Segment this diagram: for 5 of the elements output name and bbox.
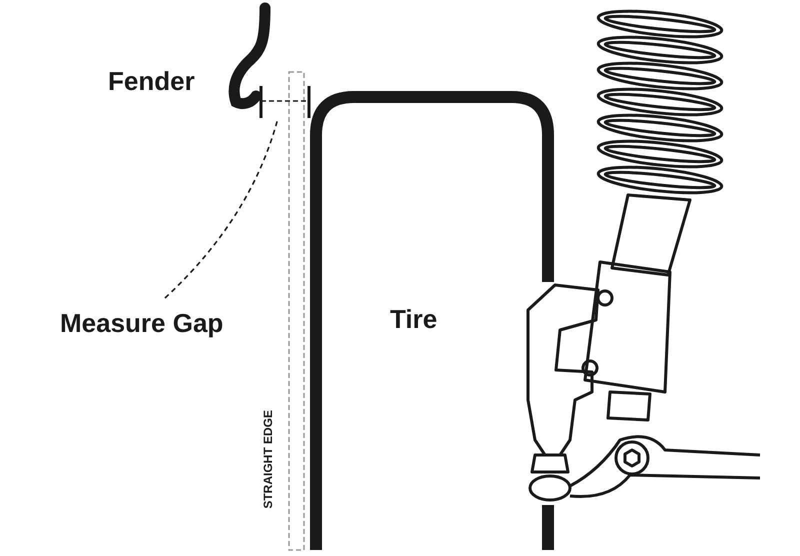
callout-label: Measure Gap — [60, 310, 224, 336]
part-label: STRAIGHT EDGE — [262, 410, 274, 509]
part-label: Tire — [390, 306, 438, 332]
part-label: Fender — [108, 68, 195, 94]
gap-dimension — [260, 86, 310, 118]
